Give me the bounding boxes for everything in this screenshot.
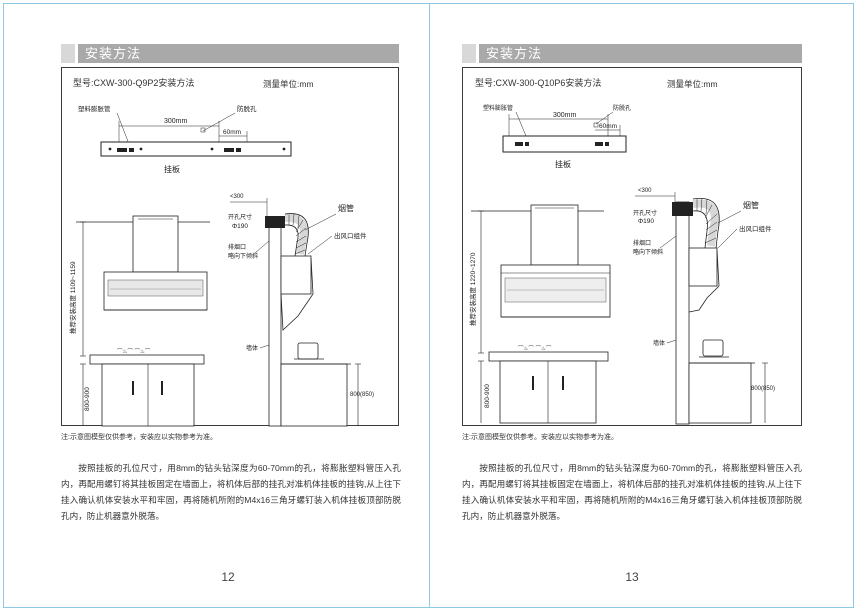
hanging-plate-label: 挂板 — [555, 159, 571, 169]
range-hood-front-view — [471, 204, 611, 318]
smoke-pipe-label: 烟管 — [338, 203, 354, 213]
dim-300-label: 300mm — [164, 118, 188, 125]
height-800-900-label: 800-900 — [484, 384, 491, 408]
page-13: 安装方法 型号:CXW-300-Q10P6安装方法 测量单位:mm 塑料膨胀管 … — [430, 0, 859, 613]
exhaust-label: 排烟口 — [228, 243, 246, 251]
plastic-pipe-label: 塑料膨胀管 — [483, 104, 513, 112]
installation-instructions: 按照挂板的孔位尺寸，用8mm的钻头钻深度为60-70mm的孔，将膨胀塑料管压入孔… — [462, 463, 802, 521]
page-12: 安装方法 型号:CXW-300-Q9P2安装方法 测量单位:mm 塑料膨胀管 防… — [0, 0, 429, 613]
installation-diagram-svg: 型号:CXW-300-Q9P2安装方法 测量单位:mm 塑料膨胀管 防脱孔 30… — [68, 77, 374, 427]
plastic-pipe-label: 塑料膨胀管 — [78, 104, 111, 113]
range-hood-front-view — [76, 215, 210, 311]
dim-60-label: 60mm — [599, 123, 617, 130]
section-title: 安装方法 — [486, 46, 543, 61]
section-title-bar: 安装方法 — [462, 44, 802, 63]
height-800-850-label: 800(850) — [751, 386, 775, 392]
install-height-label: 推荐安装高度 1109~1159 — [68, 261, 77, 334]
outlet-assembly-label: 出风口组件 — [739, 224, 772, 233]
installation-instructions: 按照挂板的孔位尺寸，用8mm的钻头钻深度为60-70mm的孔，将膨胀塑料管压入孔… — [61, 463, 401, 521]
hanging-plate-detail: 塑料膨胀管 防脱孔 300mm 60mm — [483, 104, 631, 169]
side-view: <300 开孔尺寸 Φ190 排烟口 略向下倾斜 烟管 出风口组件 — [228, 194, 374, 427]
model-title: 型号:CXW-300-Q9P2安装方法 — [73, 77, 194, 88]
installation-diagram: 型号:CXW-300-Q10P6安装方法 测量单位:mm 塑料膨胀管 防脱孔 3… — [462, 67, 802, 426]
installation-diagram: 型号:CXW-300-Q9P2安装方法 测量单位:mm 塑料膨胀管 防脱孔 30… — [61, 67, 399, 427]
dim-300-label: 300mm — [553, 112, 577, 119]
hole-diameter-label: Φ190 — [232, 223, 248, 230]
exhaust-tilt-label: 略向下倾斜 — [633, 248, 663, 256]
lt300-label: <300 — [638, 188, 652, 194]
lt300-label: <300 — [230, 194, 244, 200]
hole-size-label: 开孔尺寸 — [228, 213, 252, 221]
page-number: 13 — [625, 570, 639, 584]
install-height-label: 推荐安装高度 1220~1270 — [468, 252, 477, 326]
page-border — [3, 3, 854, 608]
outlet-assembly-label: 出风口组件 — [334, 231, 367, 240]
anti-off-hole-label: 防脱孔 — [237, 104, 257, 113]
smoke-pipe-label: 烟管 — [743, 200, 759, 210]
model-title: 型号:CXW-300-Q10P6安装方法 — [475, 77, 601, 88]
hanging-plate-label: 挂板 — [164, 164, 180, 174]
section-title-bar: 安装方法 — [61, 44, 399, 63]
title-bar-marker — [61, 44, 78, 63]
exhaust-label: 排烟口 — [633, 239, 651, 247]
kitchen-cabinet-front: ⌒♨⌒ ⌒♨⌒ — [89, 348, 205, 427]
hanging-plate-detail: 塑料膨胀管 防脱孔 300mm 60mm — [78, 104, 292, 174]
page-fold-line — [429, 3, 430, 608]
hole-size-label: 开孔尺寸 — [633, 209, 657, 217]
unit-label: 测量单位:mm — [667, 79, 718, 89]
side-view: <300 开孔尺寸 Φ190 排烟口 略向下倾斜 烟管 出风口组件 — [633, 188, 775, 425]
wall-label: 墙体 — [246, 344, 258, 352]
anti-off-hole-label: 防脱孔 — [613, 104, 631, 112]
height-800-900-label: 800-900 — [84, 387, 91, 411]
height-800-850-label: 800(850) — [350, 392, 374, 398]
dim-60-label: 60mm — [223, 129, 241, 136]
title-bar-marker — [462, 44, 479, 63]
diagram-note: 注:示意图模型仅供参考，安装应以实物参考为准。 — [61, 434, 217, 441]
section-title: 安装方法 — [85, 46, 142, 61]
kitchen-cabinet-front: ⌒♨⌒ ⌒♨⌒ — [488, 345, 609, 424]
unit-label: 测量单位:mm — [263, 79, 314, 89]
installation-diagram-svg: 型号:CXW-300-Q10P6安装方法 测量单位:mm 塑料膨胀管 防脱孔 3… — [468, 77, 775, 425]
diagram-note: 注:示意图模型仅供参考。安装应以实物参考为准。 — [462, 434, 618, 441]
wall-label: 墙体 — [653, 339, 665, 347]
svg-text:⌒♨⌒ ⌒♨⌒: ⌒♨⌒ ⌒♨⌒ — [518, 345, 552, 352]
hole-diameter-label: Φ190 — [638, 218, 654, 225]
page-number: 12 — [221, 570, 235, 584]
exhaust-tilt-label: 略向下倾斜 — [228, 252, 258, 260]
svg-text:⌒♨⌒ ⌒♨⌒: ⌒♨⌒ ⌒♨⌒ — [117, 348, 151, 355]
